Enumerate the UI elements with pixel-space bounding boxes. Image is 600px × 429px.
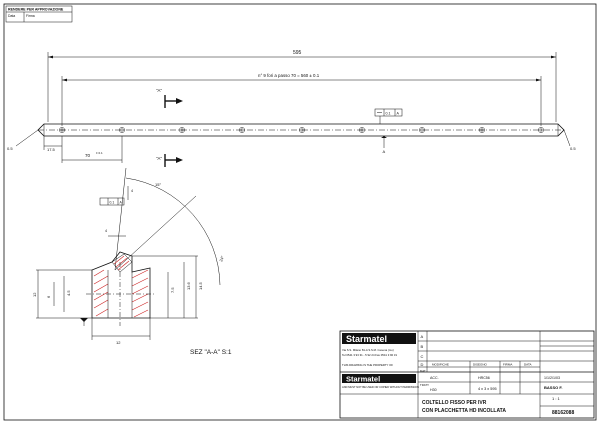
svg-text:0.1: 0.1 xyxy=(110,201,115,205)
dim-holes-note: n° 9 fori a passo 70 = 560 ± 0.1 xyxy=(258,73,320,78)
mounting-holes xyxy=(59,127,544,133)
approval-sign-label: Firma xyxy=(26,14,35,18)
scale-value: 1 : 1 xyxy=(552,396,561,401)
approval-date-label: Data xyxy=(8,14,15,18)
section-marker-bottom: "A" xyxy=(156,156,162,161)
svg-text:A: A xyxy=(421,334,424,339)
brand-logo xyxy=(342,333,416,344)
treatment-value: H30 xyxy=(430,388,437,392)
section-marker-top: "A" xyxy=(156,88,162,93)
svg-text:C: C xyxy=(421,354,424,359)
svg-text:A: A xyxy=(120,201,123,205)
part-title-2: CON PLACCHETTA HD INCOLLATA xyxy=(422,408,506,414)
dim-edge-left: 0.5 xyxy=(7,146,13,151)
svg-text:4: 4 xyxy=(131,189,133,193)
size-value: 4 x 3 x 595 xyxy=(478,387,497,391)
brand-logo-2 xyxy=(342,374,416,383)
rights-note: AND MUST NOT BE USED OR COPIED WITHOUT P… xyxy=(342,385,419,389)
dim-pitch: 70 xyxy=(85,153,91,158)
section-hatch xyxy=(93,269,149,318)
material-value: ACC. xyxy=(430,376,439,380)
svg-text:A: A xyxy=(397,112,400,116)
dim-insert: 4 xyxy=(105,229,107,233)
code-small: 1/1/2/1/03 xyxy=(544,376,560,380)
dim-end-left: 17.5 xyxy=(47,147,56,152)
drawing-number: 88162088 xyxy=(552,410,574,416)
dim-pitch-tol: ± 0.1 xyxy=(96,151,103,155)
angle-main: 15° xyxy=(155,182,161,187)
svg-text:MAT.: MAT. xyxy=(420,369,426,373)
section-view-aa: 15° 24° 12 xyxy=(32,167,232,356)
sheet-border xyxy=(3,3,597,421)
dim-section-6: 6 xyxy=(46,295,51,298)
title-block: A B C D Starmatel Via S.S. Milano 81-A S… xyxy=(339,330,595,419)
part-title-1: COLTELLO FISSO PER IVR xyxy=(422,400,487,406)
brand-name: Starmatel xyxy=(346,334,387,344)
col-firma: FIRMA xyxy=(503,363,512,367)
svg-text:D: D xyxy=(421,362,424,367)
svg-text:Starmatel: Starmatel xyxy=(346,375,380,384)
scale-label: BASSO F. xyxy=(544,385,562,390)
dim-edge-right: 0.5 xyxy=(570,146,576,151)
dim-section-4-5: 4.5 xyxy=(66,290,71,296)
approval-box: RENDERE PER APPROVAZIONE Data Firma xyxy=(5,5,73,23)
dim-overall-length: 595 xyxy=(293,50,302,56)
approval-title: RENDERE PER APPROVAZIONE xyxy=(8,8,64,12)
svg-text:TRATT.: TRATT. xyxy=(420,383,429,387)
company-address: Via S.S. Milano 81-A S.S.M. Cesena (mo) xyxy=(342,348,394,352)
company-address-2: Tel 0541 3 93 31 - 5 92 24 Fax 0541 3 90… xyxy=(342,353,397,357)
property-note: THIS DRAWING IS THE PROPERTY OF xyxy=(342,363,393,367)
svg-text:B: B xyxy=(421,344,424,349)
col-data: DATA xyxy=(524,363,532,367)
dim-section-height: 12 xyxy=(32,292,37,297)
angle-sub: 24° xyxy=(218,255,225,263)
dim-section-width: 12 xyxy=(116,340,121,345)
section-caption: SEZ "A-A" S:1 xyxy=(190,349,232,356)
col-modifiche: MODIFICHE xyxy=(432,363,449,367)
svg-text:0.1: 0.1 xyxy=(386,112,391,116)
datum-label: A xyxy=(383,149,386,154)
hardness-value: HRC56 xyxy=(478,376,490,380)
dim-section-7-5: 7.5 xyxy=(170,287,175,293)
col-disegno: DISEGNO xyxy=(473,363,488,367)
flatness-tolerance: 0.1 A xyxy=(374,108,403,124)
blade-top-view: 595 n° 9 fori a passo 70 = 560 ± 0.1 xyxy=(7,50,576,167)
dim-section-14-5: 14.5 xyxy=(198,281,203,290)
dim-section-13-6: 13.6 xyxy=(186,281,191,290)
